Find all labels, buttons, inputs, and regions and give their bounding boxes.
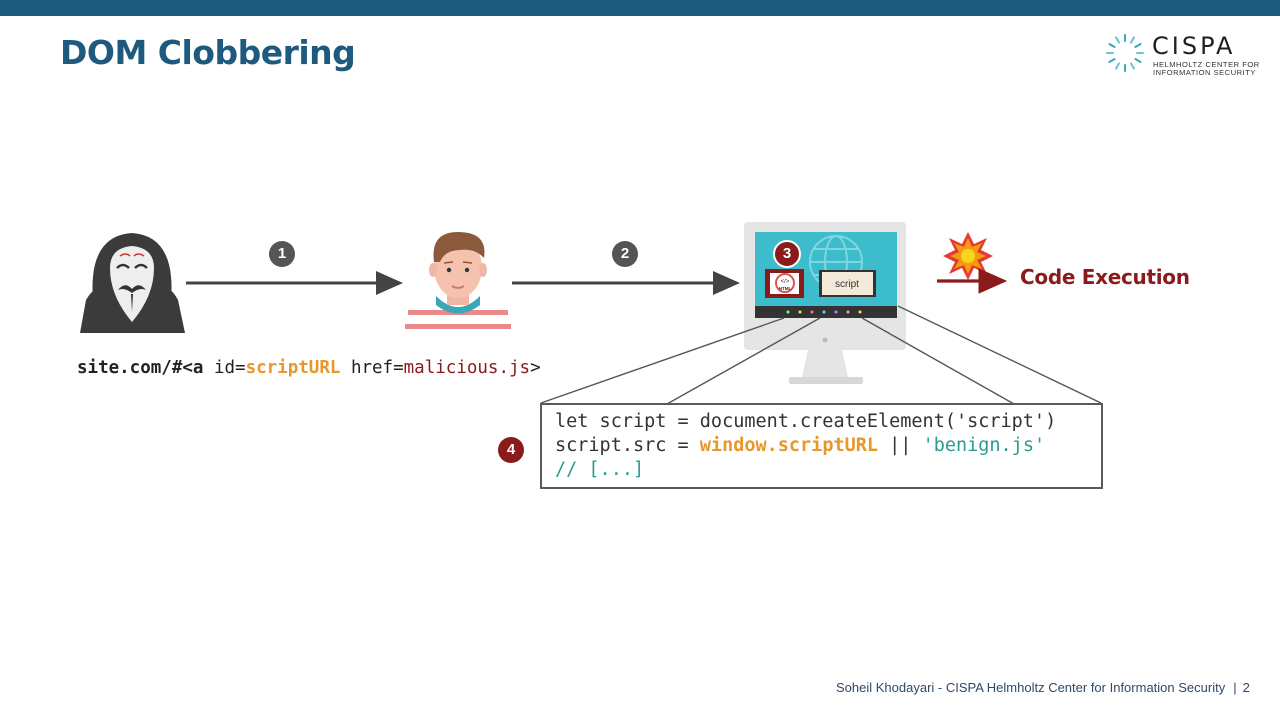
url-id-value: scriptURL (245, 358, 341, 378)
step-badge-2: 2 (612, 241, 638, 267)
page-number: 2 (1242, 680, 1250, 695)
step-badge-1: 1 (269, 241, 295, 267)
zoom-lines (540, 305, 1102, 405)
victim-user-icon (405, 232, 511, 330)
html-file-icon: </> HTML (775, 273, 795, 293)
code-line2-prefix: script.src = (555, 435, 700, 456)
step-badge-3: 3 (773, 240, 801, 268)
url-tag-open: <a (182, 358, 214, 378)
code-line-3-comment: // [...] (555, 459, 645, 480)
code-execution-label: Code Execution (1020, 265, 1190, 289)
logo-subtitle-line2: INFORMATION SECURITY (1153, 68, 1256, 77)
top-bar (0, 0, 1280, 16)
cispa-logo: CISPA HELMHOLTZ CENTER FOR INFORMATION S… (1104, 32, 1264, 78)
url-tag-close: > (530, 358, 541, 378)
html-screen-label: HTML (779, 286, 792, 291)
url-space (340, 358, 351, 378)
footer-separator: | (1233, 680, 1237, 695)
code-line2-string: 'benign.js' (922, 435, 1046, 456)
script-screen-label: script (835, 279, 859, 290)
code-line2-highlight: window.scriptURL (699, 435, 879, 456)
logo-name: CISPA (1152, 32, 1236, 60)
cispa-logo-icon (1106, 34, 1144, 72)
explosion-icon (943, 232, 993, 280)
footer-text: Soheil Khodayari - CISPA Helmholtz Cente… (836, 680, 1226, 695)
logo-subtitle-line1: HELMHOLTZ CENTER FOR (1153, 60, 1260, 69)
url-href-attr: href= (350, 358, 404, 378)
code-line2-operator: || (878, 435, 923, 456)
url-prefix: site.com/# (77, 358, 183, 378)
svg-text:</>: </> (781, 279, 790, 285)
payload-url: site.com/#<a id=scriptURL href=malicious… (77, 358, 541, 378)
url-id-attr: id= (213, 358, 246, 378)
footer: Soheil Khodayari - CISPA Helmholtz Cente… (836, 680, 1250, 695)
step-badge-4: 4 (498, 437, 524, 463)
code-snippet-box: let script = document.createElement('scr… (540, 403, 1103, 489)
code-line-1: let script = document.createElement('scr… (555, 411, 1057, 432)
computer-monitor-icon: </> HTML script (744, 222, 906, 384)
hacker-icon (80, 233, 185, 333)
code-line-2: script.src = window.scriptURL || 'benign… (555, 435, 1045, 456)
url-href-value: malicious.js (403, 358, 531, 378)
slide-title: DOM Clobbering (60, 33, 356, 72)
